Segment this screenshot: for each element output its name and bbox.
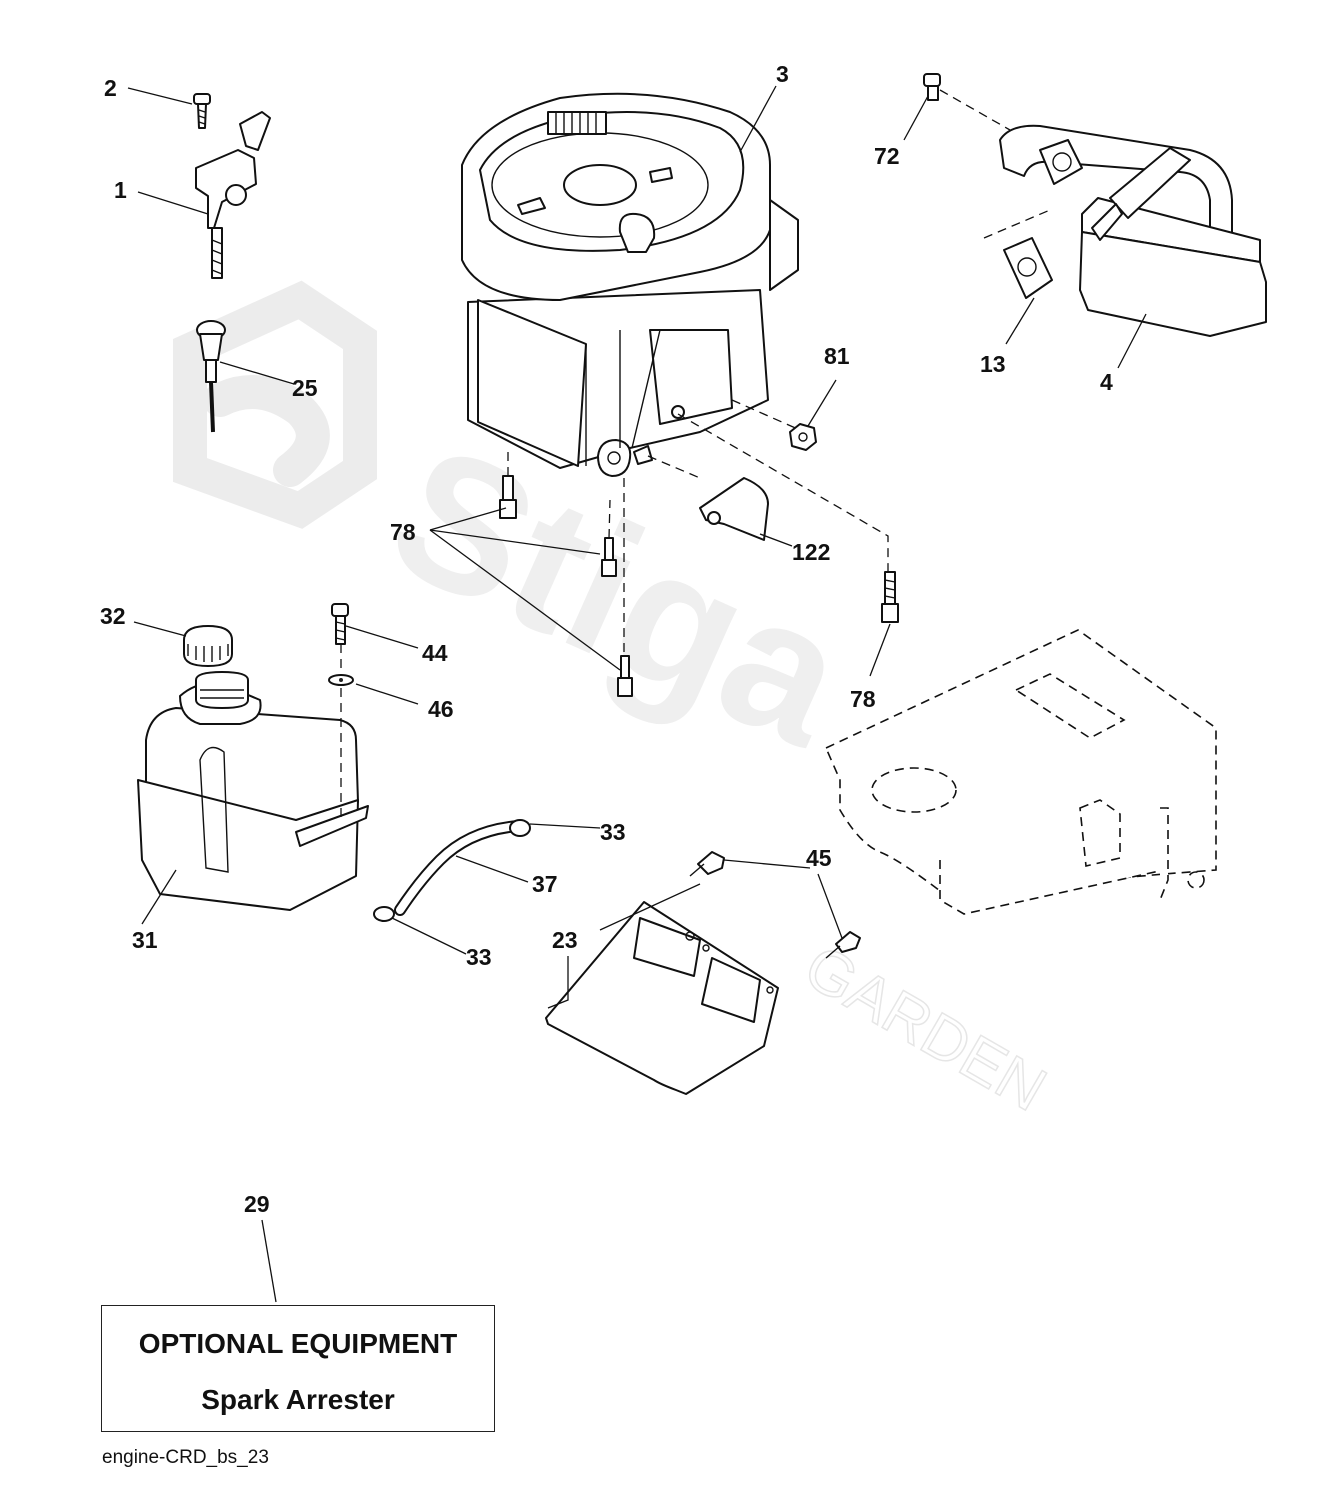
callout-29: 29 bbox=[244, 1191, 270, 1217]
skid-plate-part bbox=[545, 851, 861, 1095]
callout-1: 1 bbox=[114, 177, 127, 203]
callout-2: 2 bbox=[104, 75, 117, 101]
callout-72: 72 bbox=[874, 143, 900, 169]
spark-arrester-label: Spark Arrester bbox=[201, 1384, 395, 1415]
leader-lines bbox=[127, 85, 1147, 1303]
fuel-tank-part bbox=[137, 625, 369, 911]
screw-washer-part bbox=[328, 603, 354, 820]
watermark-sub: GARDEN bbox=[793, 932, 1057, 1124]
callout-4: 4 bbox=[1100, 369, 1113, 395]
muffler-part bbox=[923, 73, 1267, 337]
callout-25: 25 bbox=[292, 375, 318, 401]
callout-81: 81 bbox=[824, 343, 850, 369]
dipstick-part bbox=[196, 320, 226, 433]
callout-31: 31 bbox=[132, 927, 158, 953]
callout-46: 46 bbox=[428, 696, 454, 722]
callout-78-left: 78 bbox=[390, 519, 416, 545]
fuel-hose-part bbox=[373, 819, 531, 922]
bolts-78-part bbox=[499, 450, 899, 697]
callout-122: 122 bbox=[792, 539, 830, 565]
engine-part bbox=[461, 92, 799, 477]
callout-labels: 2 1 3 72 13 4 81 25 78 122 78 32 44 46 3… bbox=[100, 61, 1113, 1217]
callout-37: 37 bbox=[532, 871, 558, 897]
callout-3: 3 bbox=[776, 61, 789, 87]
callout-45: 45 bbox=[806, 845, 832, 871]
chassis-frame-reference bbox=[824, 629, 1217, 915]
throttle-control-part bbox=[193, 93, 271, 279]
callout-78-right: 78 bbox=[850, 686, 876, 712]
diagram-reference-code: engine-CRD_bs_23 bbox=[102, 1447, 269, 1468]
callout-44: 44 bbox=[422, 640, 448, 666]
callout-32: 32 bbox=[100, 603, 126, 629]
nut-81-part bbox=[789, 423, 817, 451]
optional-equipment-box: OPTIONAL EQUIPMENT Spark Arrester bbox=[101, 1305, 495, 1432]
optional-equipment-title: OPTIONAL EQUIPMENT bbox=[138, 1328, 458, 1359]
callout-33-lower: 33 bbox=[466, 944, 492, 970]
callout-23: 23 bbox=[552, 927, 578, 953]
callout-33-upper: 33 bbox=[600, 819, 626, 845]
callout-13: 13 bbox=[980, 351, 1006, 377]
shield-122-part bbox=[699, 477, 769, 541]
